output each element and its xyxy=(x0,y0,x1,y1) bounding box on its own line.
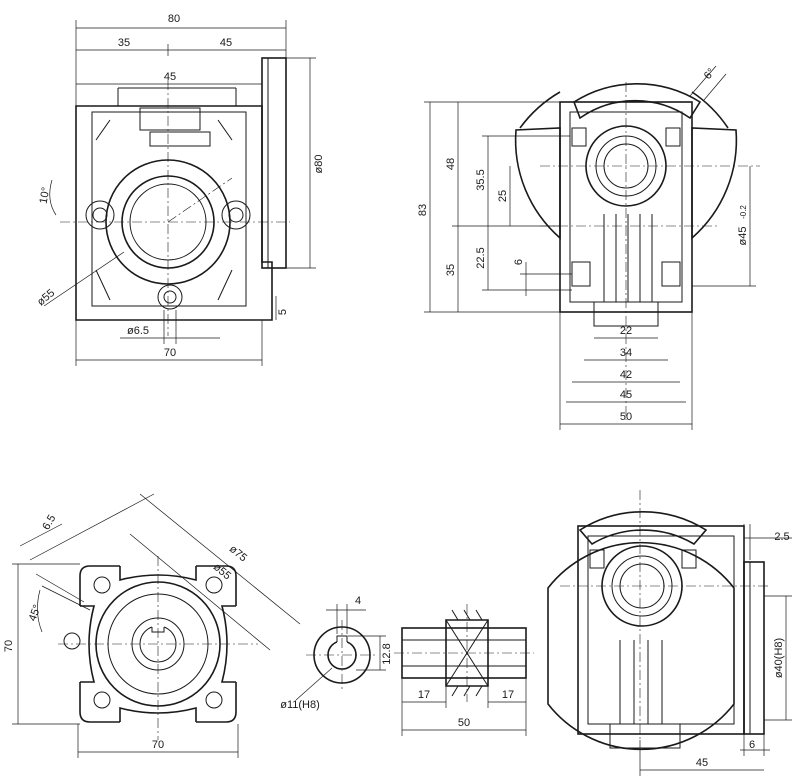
side-dim-50: 50 xyxy=(620,411,632,423)
side-dim-34: 34 xyxy=(620,347,632,359)
shaft-dim-17a: 17 xyxy=(418,689,430,701)
shaft-dim-17b: 17 xyxy=(502,689,514,701)
assembly-dim-dia40: ø40(H8) xyxy=(773,638,785,678)
side-dim-dia45: ø45 xyxy=(737,227,749,246)
side-view: 83 48 35.5 25 22.5 35 6 6° ø45 -0.2 22 3… xyxy=(417,65,760,430)
side-dim-42: 42 xyxy=(620,369,632,381)
bore-dim-4: 4 xyxy=(355,595,361,607)
side-dim-25: 25 xyxy=(497,190,509,202)
flange-dim-dia75: ø75 xyxy=(227,543,249,564)
flange-view: 6.5 ø75 ø55 45° 70 70 xyxy=(3,493,301,758)
flange-dim-6-5: 6.5 xyxy=(40,513,58,532)
side-dim-22: 22 xyxy=(620,325,632,337)
front-dim-80: 80 xyxy=(168,13,180,25)
front-dim-dia55: ø55 xyxy=(35,287,57,308)
assembly-dim-45: 45 xyxy=(696,757,708,769)
front-view: 80 35 45 45 ø80 ø55 10° 5 ø6.5 70 xyxy=(35,13,325,366)
flange-dim-70h: 70 xyxy=(152,739,164,751)
front-dim-5: 5 xyxy=(277,309,289,315)
side-dim-35-5: 35.5 xyxy=(475,169,487,190)
front-dim-dia6-5: ø6.5 xyxy=(127,325,149,337)
assembly-dim-2-5: 2.5 xyxy=(774,531,789,543)
front-dim-70: 70 xyxy=(164,347,176,359)
front-dim-35: 35 xyxy=(118,37,130,49)
side-dim-6: 6 xyxy=(513,259,525,265)
front-dim-dia80: ø80 xyxy=(313,155,325,174)
flange-dim-70v: 70 xyxy=(3,640,15,652)
bore-view: 4 12.8 ø11(H8) xyxy=(280,595,393,711)
side-dim-83: 83 xyxy=(417,204,429,216)
bore-dim-12-8: 12.8 xyxy=(381,643,393,664)
side-dim-35: 35 xyxy=(445,264,457,276)
front-dim-45b: 45 xyxy=(164,71,176,83)
flange-dim-45deg: 45° xyxy=(27,603,44,623)
assembly-dim-6: 6 xyxy=(749,739,755,751)
side-dim-dia45-tol: -0.2 xyxy=(739,205,748,219)
shaft-dim-50: 50 xyxy=(458,717,470,729)
shaft-view: 17 17 50 xyxy=(394,604,534,736)
front-dim-10deg: 10° xyxy=(38,186,53,204)
bore-dim-dia11: ø11(H8) xyxy=(280,699,320,711)
assembly-view: 2.5 ø40(H8) 6 45 xyxy=(547,490,792,776)
front-dim-45: 45 xyxy=(220,37,232,49)
side-dim-45: 45 xyxy=(620,389,632,401)
side-dim-48: 48 xyxy=(445,158,457,170)
flange-dim-dia55: ø55 xyxy=(211,561,233,582)
side-dim-22-5: 22.5 xyxy=(475,247,487,268)
